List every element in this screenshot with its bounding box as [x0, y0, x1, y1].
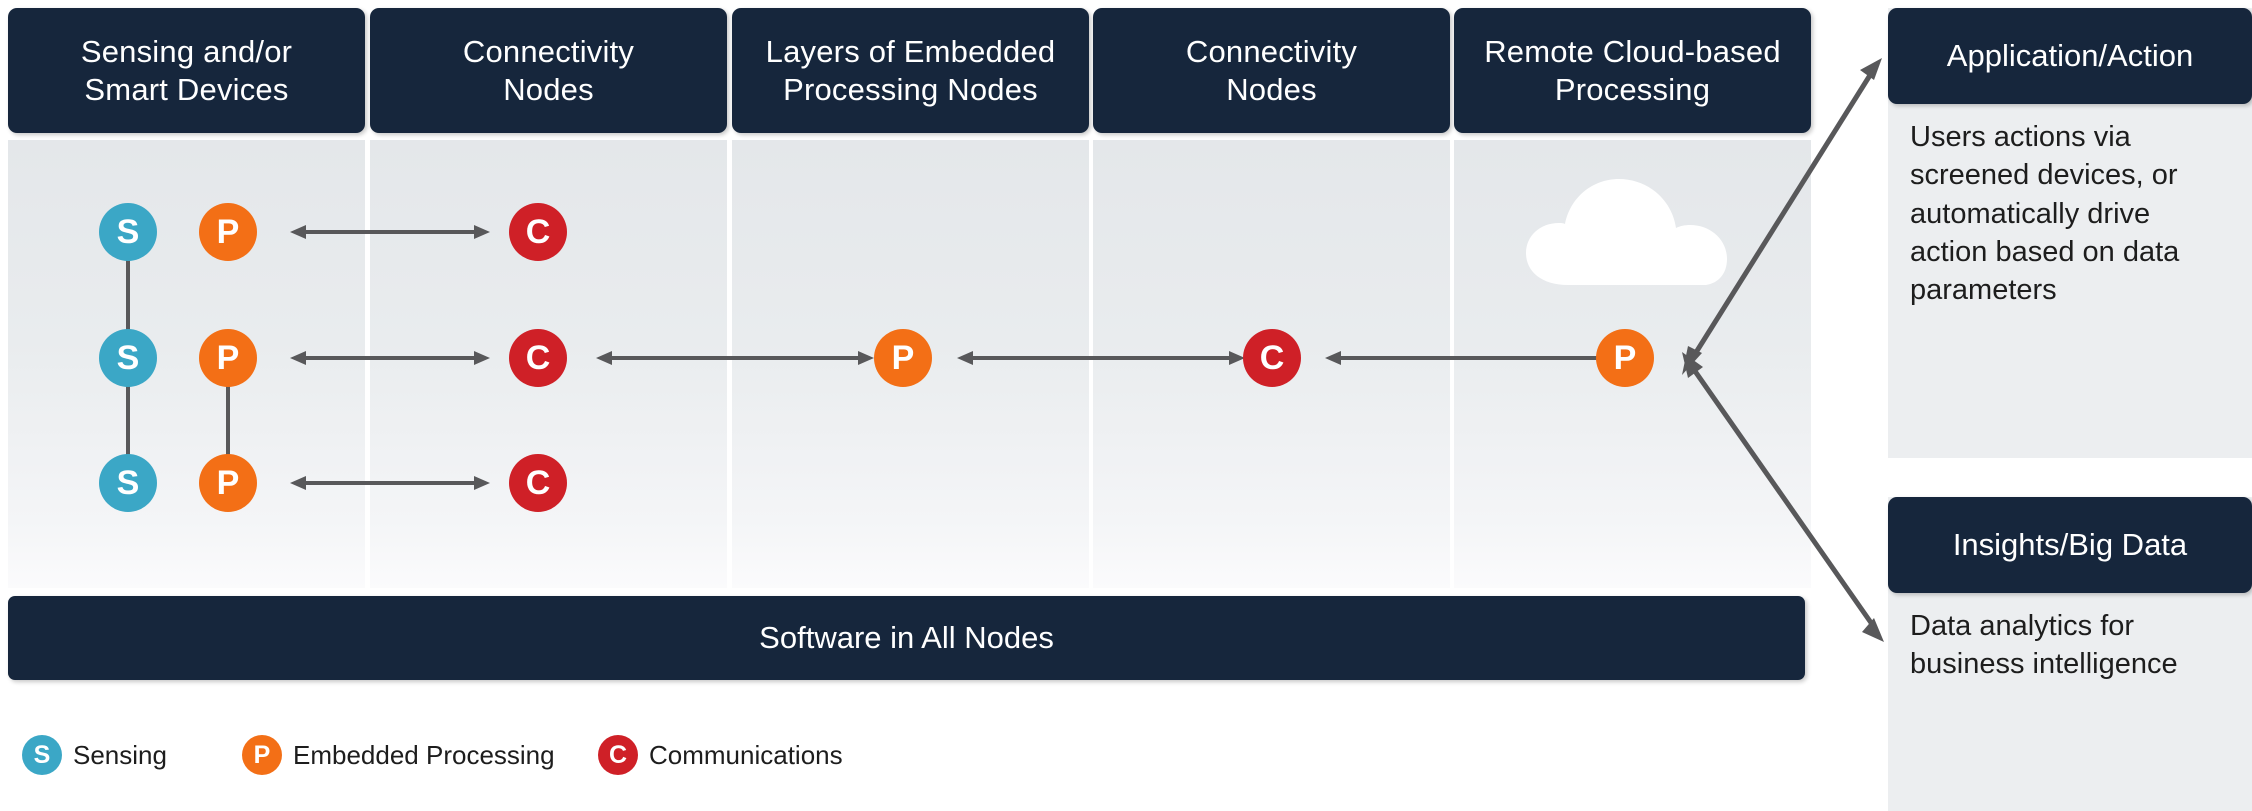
node-label: P — [216, 213, 240, 251]
column-header-sensing-smart-devices: Sensing and/or Smart Devices — [8, 8, 365, 133]
node-label: C — [525, 464, 551, 502]
panel-application-action-body: Users actions via screened devices, or a… — [1910, 121, 2180, 307]
node-sensing-row1[interactable]: S — [99, 203, 157, 261]
column-connectivity-nodes-2: Connectivity Nodes — [1093, 8, 1450, 588]
arrow-row1-devices-to-connectivity — [290, 219, 490, 245]
node-communications-col2-row3[interactable]: C — [509, 454, 567, 512]
node-label: C — [1259, 339, 1285, 377]
legend-item-embedded-processing: P Embedded Processing — [242, 735, 555, 775]
column-header-connectivity-nodes-2: Connectivity Nodes — [1093, 8, 1450, 133]
arrow-row3-devices-to-connectivity — [290, 470, 490, 496]
legend-item-communications: C Communications — [598, 735, 843, 775]
connector-sensing-2-3 — [126, 384, 130, 458]
software-bar-label: Software in All Nodes — [759, 620, 1054, 655]
node-label: S — [116, 339, 140, 377]
legend-label: Sensing — [73, 739, 167, 770]
legend-label: Communications — [649, 739, 843, 770]
arrow-cloud-to-insights-big-data — [1660, 352, 1900, 657]
column-header-label: Sensing and/or Smart Devices — [80, 33, 293, 107]
node-communications-col2-row2[interactable]: C — [509, 329, 567, 387]
arrow-embedded-processing-to-connectivity2 — [957, 345, 1245, 371]
connector-sensing-1-2 — [126, 258, 130, 334]
node-label: C — [525, 213, 551, 251]
arrow-connectivity2-to-cloud-processing — [1325, 345, 1625, 371]
node-communications-col4[interactable]: C — [1243, 329, 1301, 387]
column-header-connectivity-nodes-1: Connectivity Nodes — [370, 8, 727, 133]
column-embedded-processing-nodes: Layers of Embedded Processing Nodes — [732, 8, 1089, 588]
column-sensing-smart-devices: Sensing and/or Smart Devices — [8, 8, 365, 588]
legend-dot-label: P — [253, 740, 271, 769]
node-label: S — [116, 464, 140, 502]
node-embedded-processing-col3[interactable]: P — [874, 329, 932, 387]
node-label: P — [216, 339, 240, 377]
node-label: P — [891, 339, 915, 377]
panel-insights-big-data-body: Data analytics for business intelligence — [1910, 610, 2178, 681]
node-processing-row2[interactable]: P — [199, 329, 257, 387]
column-remote-cloud-processing: Remote Cloud-based Processing — [1454, 8, 1811, 588]
legend: S Sensing P Embedded Processing C Commun… — [0, 720, 900, 790]
communications-icon: C — [598, 735, 638, 775]
panel-header-label: Insights/Big Data — [1952, 527, 2188, 562]
column-header-label: Remote Cloud-based Processing — [1484, 33, 1781, 107]
panel-insights-big-data: Data analytics for business intelligence… — [1888, 497, 2252, 811]
column-header-label: Connectivity Nodes — [462, 33, 635, 107]
legend-item-sensing: S Sensing — [22, 735, 167, 775]
node-communications-col2-row1[interactable]: C — [509, 203, 567, 261]
sensing-icon: S — [22, 735, 62, 775]
panel-application-action-header: Application/Action — [1888, 8, 2252, 104]
cloud-icon — [1520, 172, 1750, 292]
column-header-remote-cloud-processing: Remote Cloud-based Processing — [1454, 8, 1811, 133]
legend-dot-label: S — [33, 740, 51, 769]
column-header-label: Connectivity Nodes — [1185, 33, 1358, 107]
legend-label: Embedded Processing — [293, 739, 555, 770]
node-processing-row1[interactable]: P — [199, 203, 257, 261]
column-header-label: Layers of Embedded Processing Nodes — [765, 33, 1056, 107]
node-sensing-row3[interactable]: S — [99, 454, 157, 512]
panel-application-action: Users actions via screened devices, or a… — [1888, 8, 2252, 458]
panel-insights-big-data-header: Insights/Big Data — [1888, 497, 2252, 593]
connector-processing-2-3 — [226, 384, 230, 458]
node-label: P — [216, 464, 240, 502]
embedded-processing-icon: P — [242, 735, 282, 775]
node-label: P — [1613, 339, 1637, 377]
node-label: C — [525, 339, 551, 377]
arrow-cloud-to-application-action — [1660, 50, 1900, 385]
node-processing-row3[interactable]: P — [199, 454, 257, 512]
node-cloud-processing-col5[interactable]: P — [1596, 329, 1654, 387]
panel-header-label: Application/Action — [1946, 38, 2194, 73]
node-label: S — [116, 213, 140, 251]
node-sensing-row2[interactable]: S — [99, 329, 157, 387]
legend-dot-label: C — [608, 740, 628, 769]
column-header-embedded-processing-nodes: Layers of Embedded Processing Nodes — [732, 8, 1089, 133]
software-in-all-nodes-bar: Software in All Nodes — [8, 596, 1805, 680]
arrow-connectivity1-to-embedded-processing — [596, 345, 874, 371]
arrow-row2-devices-to-connectivity — [290, 345, 490, 371]
